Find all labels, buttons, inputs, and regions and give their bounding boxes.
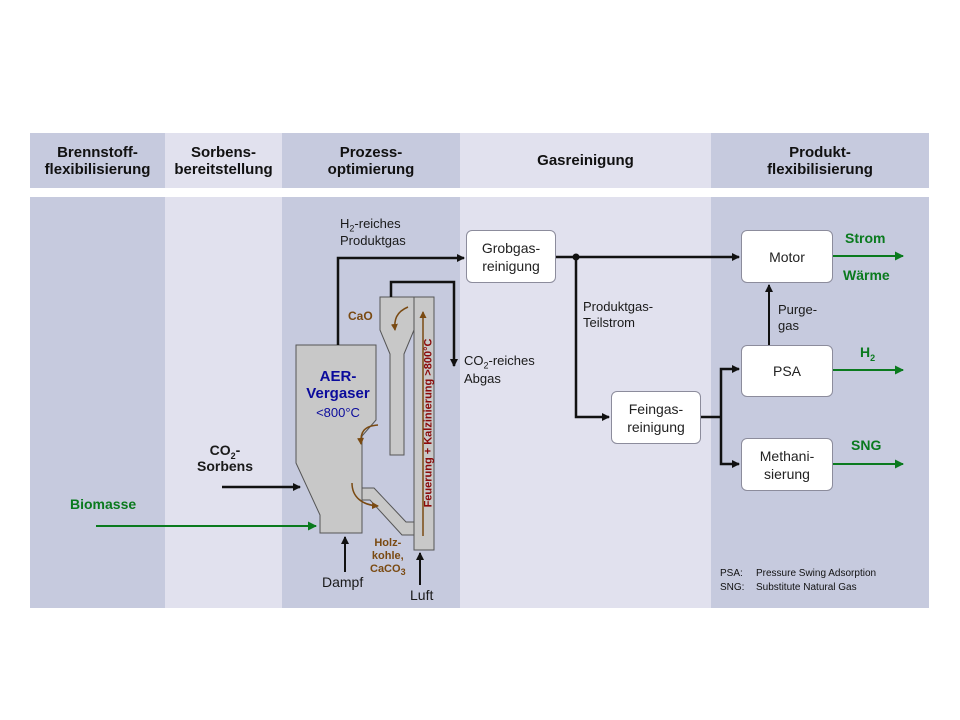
cao-label: CaO <box>348 309 373 323</box>
h2-output: H2 <box>860 344 876 363</box>
co2-reiches-label: CO2-reiches <box>464 353 535 371</box>
psa-box: PSA <box>741 345 833 397</box>
h2-reiches-label: H2-reiches <box>340 216 401 234</box>
co2-sorbens-label: CO2- Sorbens <box>196 442 253 474</box>
methanisierung-box: Methani- sierung <box>741 438 833 491</box>
holzkohle-label: Holz- kohle, CaCO3 <box>370 537 406 578</box>
abgas-label: Abgas <box>464 371 501 386</box>
header-gasreinigung: Gasreinigung <box>460 133 711 188</box>
grobgas-reinigung-box: Grobgas- reinigung <box>466 230 556 283</box>
header-brennstoff: Brennstoff- flexibilisierung <box>30 133 165 188</box>
strom-output: Strom <box>845 230 886 246</box>
dampf-label: Dampf <box>322 574 364 590</box>
header-sorbens: Sorbens- bereitstellung <box>165 133 282 188</box>
body-brennstoff <box>30 197 165 608</box>
legend-sng: SNG:Substitute Natural Gas <box>720 582 857 593</box>
header-prozess: Prozess- optimierung <box>282 133 460 188</box>
produktgas-label: Produktgas <box>340 233 406 248</box>
header-produkt: Produkt- flexibilisierung <box>711 133 929 188</box>
cyclone <box>379 296 415 456</box>
combustion-riser <box>413 296 435 551</box>
waerme-output: Wärme <box>843 267 890 283</box>
legend-psa: PSA:Pressure Swing Adsorption <box>720 568 877 579</box>
purge-gas-label: Purge- gas <box>778 302 818 333</box>
feingas-reinigung-box: Feingas- reinigung <box>611 391 701 444</box>
luft-label: Luft <box>410 587 434 603</box>
aer-temperature-label: <800°C <box>316 405 360 420</box>
feuerung-kalzinierung-label: Feuerung + Kalzinierung >800°C <box>422 338 435 508</box>
gasifier-vessel <box>295 344 377 534</box>
aer-vergaser-label: AER- Vergaser <box>306 368 370 402</box>
motor-box: Motor <box>741 230 833 283</box>
teilstrom-label: Produktgas- Teilstrom <box>583 299 654 330</box>
biomasse-input: Biomasse <box>70 496 137 512</box>
sng-output: SNG <box>851 437 882 453</box>
body-sorbens <box>165 197 282 608</box>
loop-seal <box>361 487 415 536</box>
